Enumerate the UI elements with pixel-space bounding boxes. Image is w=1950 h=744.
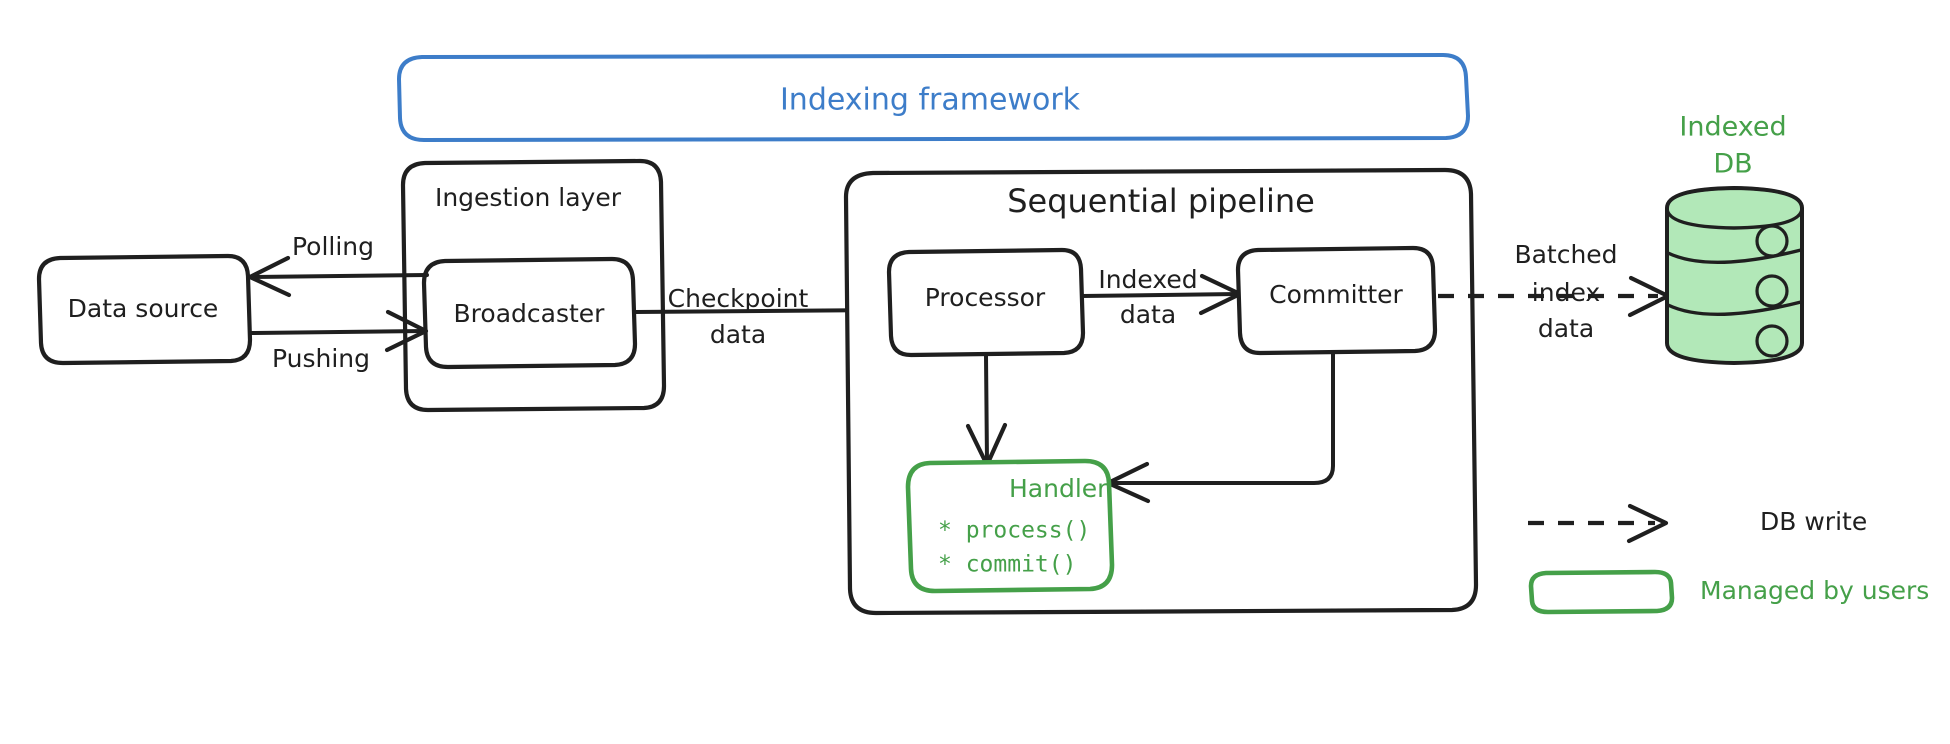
batched-index-data-line3: data: [1538, 314, 1594, 343]
data-source-node[interactable]: Data source: [36, 253, 253, 366]
ingestion-layer-label: Ingestion layer: [435, 183, 622, 212]
indexed-data-label-line2: data: [1120, 300, 1176, 329]
edge-polling: Polling: [247, 232, 429, 298]
batched-index-data-line2: index: [1532, 278, 1600, 307]
edge-batched-index-data: Batched index data: [1438, 240, 1671, 343]
indexed-data-label-line1: Indexed: [1098, 265, 1197, 294]
processor-node[interactable]: Processor: [886, 247, 1086, 358]
legend-item-managed-by-users: Managed by users: [1528, 569, 1929, 615]
indexing-framework-label: Indexing framework: [780, 83, 1081, 118]
broadcaster-node[interactable]: Broadcaster: [421, 256, 638, 370]
indexed-db-label-line1: Indexed: [1679, 112, 1786, 143]
handler-method-process: * process(): [938, 518, 1090, 544]
db-indicator-dot-3: [1755, 324, 1789, 358]
handler-title: Handler: [1009, 474, 1108, 503]
batched-index-data-line1: Batched: [1514, 240, 1617, 269]
handler-method-commit: * commit(): [938, 552, 1076, 578]
checkpoint-data-label-line2: data: [710, 320, 766, 349]
edge-checkpoint-data: Checkpoint data: [632, 284, 891, 349]
indexed-db-node[interactable]: Indexed DB: [1665, 112, 1804, 365]
committer-label: Committer: [1269, 280, 1403, 309]
pushing-label: Pushing: [272, 344, 370, 373]
data-source-label: Data source: [68, 294, 219, 323]
indexed-db-label-line2: DB: [1713, 149, 1752, 180]
edge-pushing: Pushing: [249, 309, 429, 373]
db-indicator-dot-1: [1755, 224, 1789, 258]
legend-item-db-write: DB write: [1528, 503, 1867, 544]
db-indicator-dot-2: [1755, 274, 1789, 308]
handler-node[interactable]: Handler * process() * commit(): [905, 458, 1115, 594]
processor-label: Processor: [925, 283, 1046, 312]
broadcaster-label: Broadcaster: [454, 299, 606, 328]
indexing-framework-banner: Indexing framework: [397, 53, 1470, 142]
checkpoint-data-label-line1: Checkpoint: [668, 284, 809, 313]
legend-label-managed-by-users: Managed by users: [1700, 576, 1929, 605]
committer-node[interactable]: Committer: [1235, 245, 1438, 356]
sequential-pipeline-label: Sequential pipeline: [1007, 182, 1315, 220]
edge-indexed-data: Indexed data: [1080, 265, 1243, 329]
polling-label: Polling: [292, 232, 374, 261]
legend-label-db-write: DB write: [1760, 507, 1867, 536]
legend: DB write Managed by users: [1528, 503, 1929, 615]
